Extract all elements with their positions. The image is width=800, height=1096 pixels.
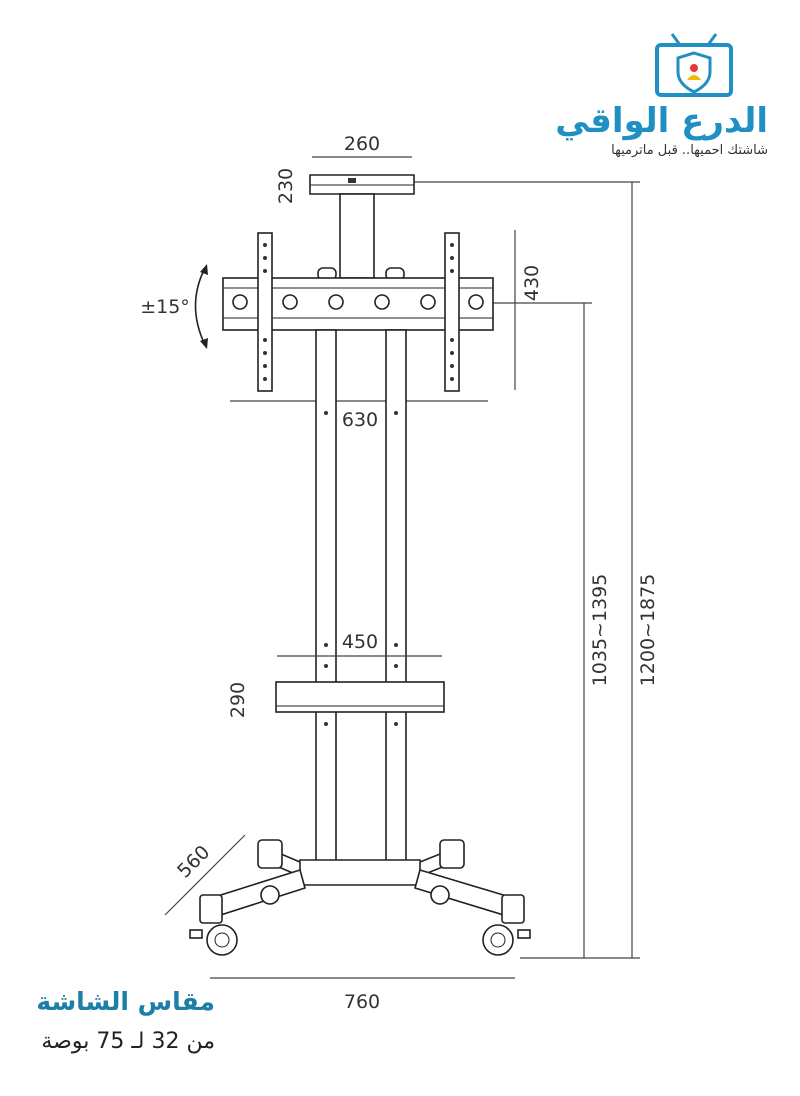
- caption-subtitle: من 32 لـ 75 بوصة: [41, 1029, 215, 1054]
- columns: [315, 329, 407, 863]
- top-tray: 260 230: [275, 133, 415, 279]
- shelf-height-label: 290: [227, 682, 249, 718]
- screen-size-caption: مقاس الشاشة من 32 لـ 75 بوصة: [36, 987, 215, 1054]
- brand-slogan: شاشتك احميها.. قبل ماترميها: [611, 143, 768, 158]
- base-depth-label: 560: [173, 841, 214, 882]
- caster-wheel-icon: [206, 924, 238, 956]
- shield-icon: [676, 51, 712, 94]
- tv-frame-icon: [655, 43, 733, 97]
- brand-name: الدرع الواقي: [555, 101, 768, 141]
- base-width-label: 760: [344, 991, 380, 1013]
- top-width-label: 260: [344, 133, 380, 155]
- tilt-label: ±15°: [140, 296, 190, 318]
- caption-title: مقاس الشاشة: [36, 987, 215, 1016]
- brand-logo: الدرع الواقي شاشتك احميها.. قبل ماترميها: [555, 33, 768, 158]
- tilt-arrow-icon: [194, 267, 206, 346]
- base: 560 760: [164, 834, 531, 1013]
- height-dimensions: 1035~1395 1200~1875: [410, 181, 659, 959]
- caster-wheel-icon: [482, 924, 514, 956]
- mount-width-label: 630: [342, 409, 378, 431]
- middle-shelf: 450 290: [227, 631, 445, 718]
- mounting-bracket: 430 630 ±15°: [140, 230, 543, 431]
- mount-height-label: 430: [521, 265, 543, 301]
- height-range-inner-label: 1035~1395: [589, 574, 611, 687]
- top-height-label: 230: [275, 168, 297, 204]
- height-range-outer-label: 1200~1875: [637, 574, 659, 687]
- shelf-width-label: 450: [342, 631, 378, 653]
